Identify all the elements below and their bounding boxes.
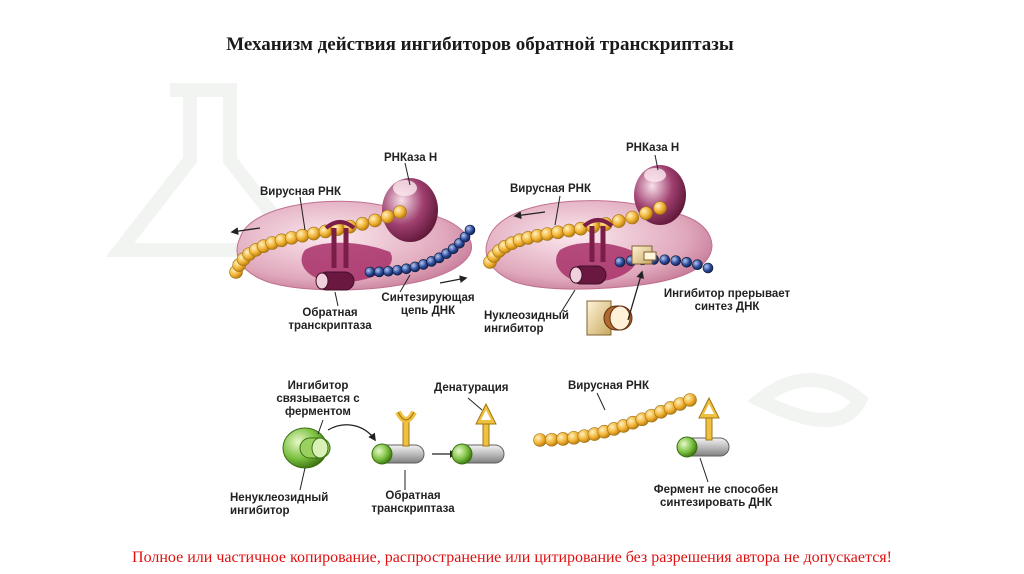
label-reverse-transcriptase-2: Обратная транскриптаза (358, 490, 468, 516)
label-inhibitor-binds: Ингибитор связывается с ферментом (260, 380, 376, 419)
label-inh-stops-line2: синтез ДНК (694, 301, 760, 313)
copyright-notice: Полное или частичное копирование, распро… (132, 549, 892, 566)
inactive-rt (676, 396, 730, 458)
label-rt-1-line2: транскриптаза (288, 320, 372, 332)
label-nuc-inh-line1: Нуклеозидный (484, 310, 569, 322)
rna-bead (653, 201, 667, 215)
label-inhibitor-stops: Ингибитор прерывает синтез ДНК (652, 288, 802, 314)
rna-bead (393, 205, 407, 219)
dna-bead (464, 224, 476, 236)
dna-bead (681, 256, 692, 268)
rna-bead (639, 206, 653, 220)
rna-bead (562, 223, 576, 238)
rnase-h-domain-1 (382, 178, 438, 242)
label-reverse-transcriptase-1: Обратная транскриптаза (282, 307, 378, 333)
rt-complex-1 (229, 178, 476, 291)
dna-bead (702, 262, 714, 274)
dna-bead (659, 254, 671, 266)
rna-bead (683, 393, 697, 407)
label-viral-rna-1: Вирусная РНК (260, 186, 341, 198)
dna-bead (692, 259, 703, 271)
nonnucleoside-inhibitor-graphic (282, 424, 376, 469)
rt-with-inhibitor (371, 410, 458, 465)
nucleoside-inhibitor-graphic (586, 270, 644, 336)
label-dna-chain-line2: цепь ДНК (400, 305, 456, 317)
label-dna-chain-line1: Синтезирующая (381, 292, 475, 304)
dna-bead (401, 263, 412, 275)
rna-bead (380, 209, 395, 224)
label-nonnuc-line1: Ненуклеозидный (230, 492, 329, 504)
page-title: Механизм действия ингибиторов обратной т… (226, 34, 734, 55)
dna-bead (373, 266, 385, 278)
rt-complex-2 (483, 165, 714, 290)
label-binds-line1: Ингибитор (287, 380, 349, 392)
label-denaturation: Денатурация (434, 382, 509, 394)
dna-bead (670, 255, 682, 266)
label-rnase-h-2: РНКаза Н (626, 142, 680, 154)
dna-bead (364, 266, 376, 278)
label-enzyme-cannot: Фермент не способен синтезировать ДНК (636, 484, 796, 510)
dna-chain-1 (364, 224, 476, 278)
dna-bead (614, 256, 626, 268)
dna-bead (392, 264, 403, 276)
rna-bead (625, 210, 640, 225)
denatured-rt (451, 402, 505, 465)
label-binds-line3: ферментом (285, 406, 351, 418)
label-inh-stops-line1: Ингибитор прерывает (663, 288, 791, 300)
label-viral-rna-2: Вирусная РНК (510, 183, 591, 195)
label-cannot-line1: Фермент не способен (653, 484, 779, 496)
rna-bead (533, 433, 547, 447)
rna-bead (295, 228, 310, 243)
label-viral-rna-3: Вирусная РНК (568, 380, 649, 392)
label-nucleoside-inhibitor: Нуклеозидный ингибитор (484, 310, 569, 336)
rna-bead (355, 216, 370, 231)
rna-bead (306, 226, 321, 241)
label-rt-1-line1: Обратная (302, 307, 358, 319)
label-rt-2-line1: Обратная (385, 490, 441, 502)
label-rnase-h-1: РНКаза Н (384, 152, 438, 164)
label-nonnucleoside-inhibitor: Ненуклеозидный ингибитор (230, 492, 328, 518)
label-nuc-inh-line2: ингибитор (484, 323, 544, 335)
label-cannot-line2: синтезировать ДНК (659, 497, 772, 509)
rna-bead (368, 213, 382, 228)
viral-rna-chain-3 (533, 393, 697, 447)
leader-lines (299, 154, 709, 491)
rna-bead (551, 225, 565, 240)
label-rt-2-line2: транскриптаза (371, 503, 455, 515)
label-nonnuc-line2: ингибитор (230, 505, 290, 517)
label-binds-line2: связывается с (276, 393, 360, 405)
rna-bead (612, 214, 626, 228)
dna-bead (383, 265, 394, 277)
label-dna-chain: Синтезирующая цепь ДНК (378, 292, 478, 318)
